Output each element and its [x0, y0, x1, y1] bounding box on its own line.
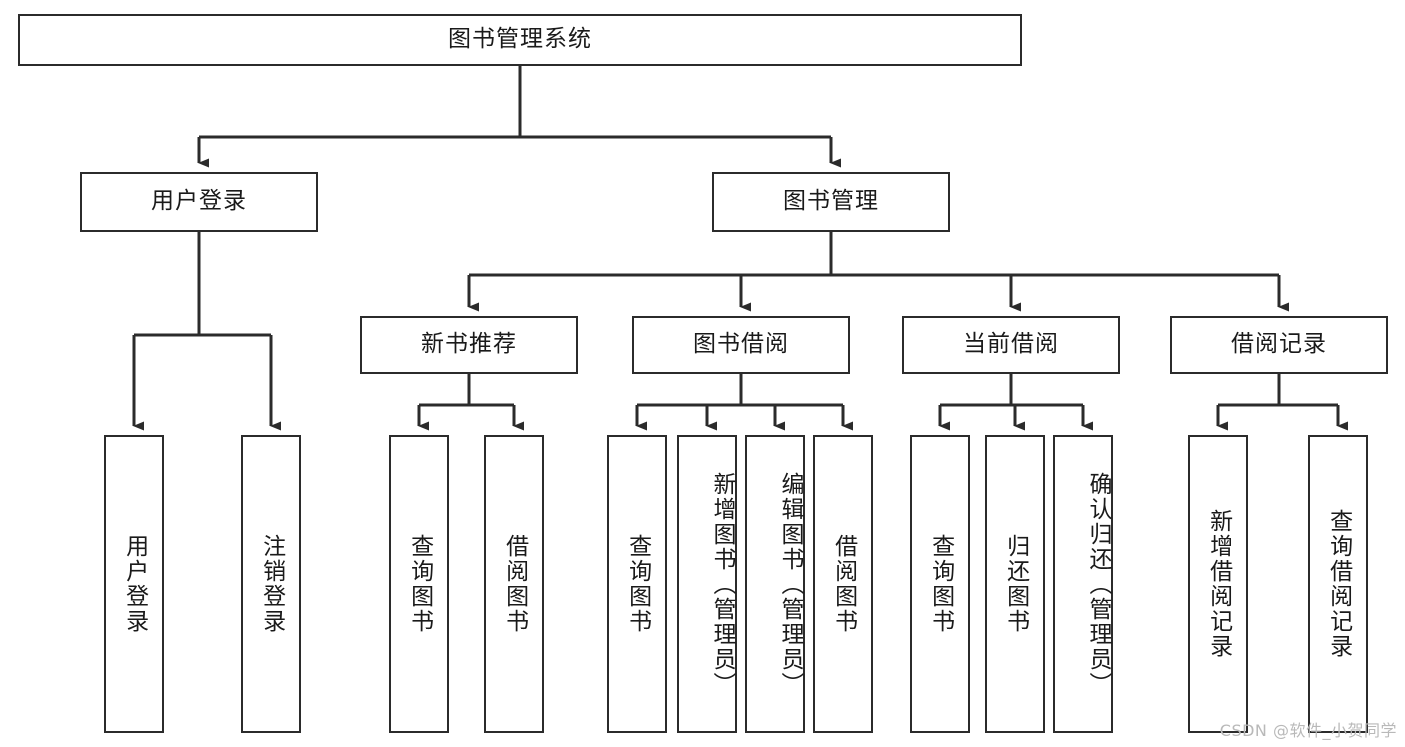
node-book-borrow[interactable]: 图书借阅 — [632, 316, 850, 374]
node-label: 查询图书 — [927, 534, 954, 634]
leaf-borrow-book[interactable]: 借阅图书 — [813, 435, 873, 733]
node-book-management[interactable]: 图书管理 — [712, 172, 950, 232]
node-label: 图书管理系统 — [448, 26, 592, 53]
leaf-return-book[interactable]: 归还图书 — [985, 435, 1045, 733]
node-label: 新增借阅记录 — [1205, 509, 1232, 659]
leaf-query-borrow-record[interactable]: 查询借阅记录 — [1308, 435, 1368, 733]
node-label: 用户登录 — [151, 188, 247, 215]
node-borrow-records[interactable]: 借阅记录 — [1170, 316, 1388, 374]
leaf-query-book-recommend[interactable]: 查询图书 — [389, 435, 449, 733]
node-label: 注销登录 — [258, 534, 285, 634]
leaf-edit-book-admin[interactable]: 编辑图书（管理员） — [745, 435, 805, 733]
node-root-system[interactable]: 图书管理系统 — [18, 14, 1022, 66]
leaf-add-borrow-record[interactable]: 新增借阅记录 — [1188, 435, 1248, 733]
node-label: 查询图书 — [624, 534, 651, 634]
node-label: 查询借阅记录 — [1325, 509, 1352, 659]
leaf-borrow-book-recommend[interactable]: 借阅图书 — [484, 435, 544, 733]
node-label: 编辑图书（管理员） — [777, 471, 803, 697]
watermark-text: CSDN @软件_小贺同学 — [1219, 721, 1397, 740]
node-current-borrow[interactable]: 当前借阅 — [902, 316, 1120, 374]
leaf-user-login[interactable]: 用户登录 — [104, 435, 164, 733]
node-label: 新书推荐 — [421, 331, 517, 358]
node-label: 借阅图书 — [501, 534, 528, 634]
leaf-add-book-admin[interactable]: 新增图书（管理员） — [677, 435, 737, 733]
node-label: 图书管理 — [783, 188, 879, 215]
node-label: 用户登录 — [121, 534, 148, 634]
node-label: 查询图书 — [406, 534, 433, 634]
leaf-logout[interactable]: 注销登录 — [241, 435, 301, 733]
leaf-query-book-current[interactable]: 查询图书 — [910, 435, 970, 733]
node-label: 新增图书（管理员） — [709, 471, 735, 697]
leaf-confirm-return-admin[interactable]: 确认归还（管理员） — [1053, 435, 1113, 733]
node-label: 借阅记录 — [1231, 331, 1327, 358]
node-new-book-recommend[interactable]: 新书推荐 — [360, 316, 578, 374]
node-label: 借阅图书 — [830, 534, 857, 634]
node-label: 当前借阅 — [963, 331, 1059, 358]
node-label: 归还图书 — [1002, 534, 1029, 634]
node-label: 确认归还（管理员） — [1085, 471, 1111, 697]
leaf-query-book-borrow[interactable]: 查询图书 — [607, 435, 667, 733]
node-user-login[interactable]: 用户登录 — [80, 172, 318, 232]
node-label: 图书借阅 — [693, 331, 789, 358]
